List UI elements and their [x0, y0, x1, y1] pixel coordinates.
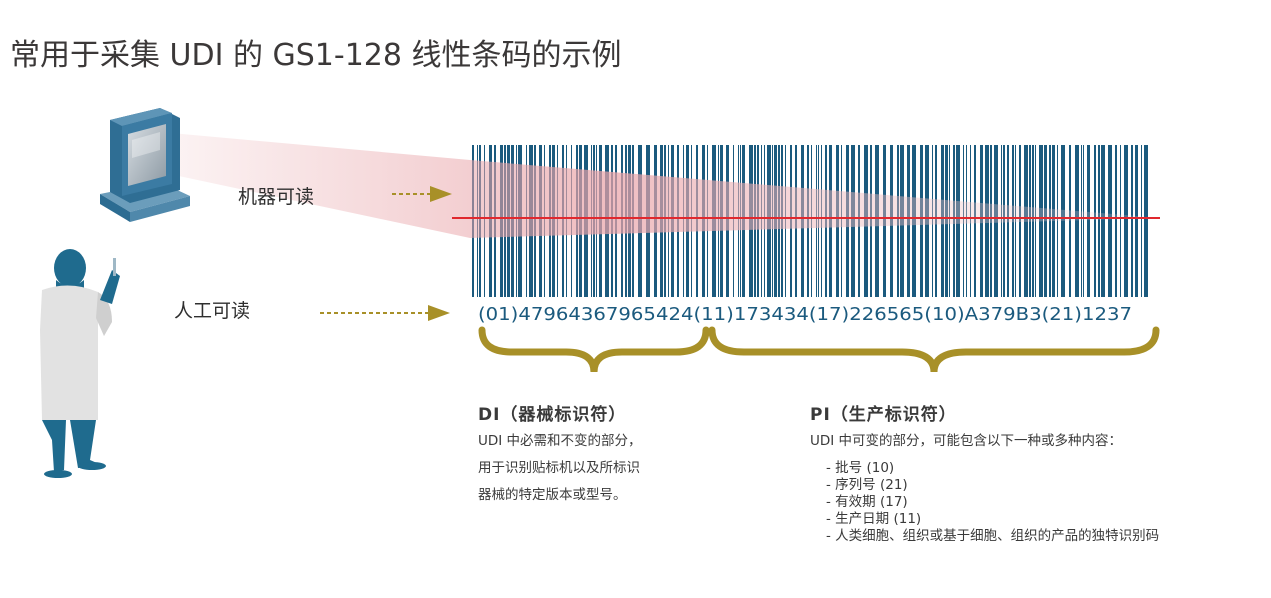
barcode-bar: [1124, 145, 1128, 297]
barcode-bar: [1135, 145, 1138, 297]
pi-item: 批号 (10): [826, 460, 1159, 477]
barcode-bar: [1141, 145, 1142, 297]
di-line: 器械的特定版本或型号。: [478, 487, 627, 503]
barcode-bar: [1108, 145, 1112, 297]
scanner-icon: [100, 108, 190, 222]
barcode-bar: [1115, 145, 1117, 297]
pi-item: 人类细胞、组织或基于细胞、组织的产品的独特识别码: [826, 528, 1159, 545]
barcode-bar: [1120, 145, 1121, 297]
pi-intro: UDI 中可变的部分，可能包含以下一种或多种内容：: [810, 433, 1123, 449]
barcode-bar: [1061, 145, 1065, 297]
di-line: 用于识别贴标机以及所标识: [478, 460, 640, 476]
di-description: UDI 中必需和不变的部分， 用于识别贴标机以及所标识 器械的特定版本或型号。: [478, 428, 642, 509]
barcode-bar: [1098, 145, 1100, 297]
pi-item: 有效期 (17): [826, 494, 1159, 511]
technician-figure-icon: [40, 249, 120, 478]
di-line: UDI 中必需和不变的部分，: [478, 433, 642, 449]
barcode-bar: [1101, 145, 1105, 297]
pi-item: 生产日期 (11): [826, 511, 1159, 528]
barcode-bar: [1094, 145, 1096, 297]
human-readable-label: 人工可读: [174, 300, 251, 322]
barcode-bar: [1069, 145, 1071, 297]
di-heading: DI（器械标识符）: [478, 405, 627, 425]
di-brace: [478, 326, 710, 373]
pi-heading: PI（生产标识符）: [810, 405, 957, 425]
pi-items-list: 批号 (10) 序列号 (21) 有效期 (17) 生产日期 (11) 人类细胞…: [826, 460, 1159, 545]
arrow-human-readable: [320, 305, 450, 321]
barcode-bar: [1144, 145, 1148, 297]
arrow-machine-readable: [392, 186, 452, 202]
pi-brace: [708, 326, 1160, 373]
page-title: 常用于采集 UDI 的 GS1-128 线性条码的示例: [10, 38, 622, 73]
barcode-bar: [1075, 145, 1079, 297]
barcode-human-readable-text: (01)47964367965424(11)173434(17)226565(1…: [478, 305, 1132, 325]
barcode-bar: [1081, 145, 1082, 297]
scanner-beam: [160, 132, 1160, 238]
barcode-bar: [1131, 145, 1133, 297]
barcode-bar: [1083, 145, 1084, 297]
barcode-bar: [1087, 145, 1090, 297]
barcode-bar: [1057, 145, 1058, 297]
machine-readable-label: 机器可读: [238, 186, 315, 208]
pi-item: 序列号 (21): [826, 477, 1159, 494]
